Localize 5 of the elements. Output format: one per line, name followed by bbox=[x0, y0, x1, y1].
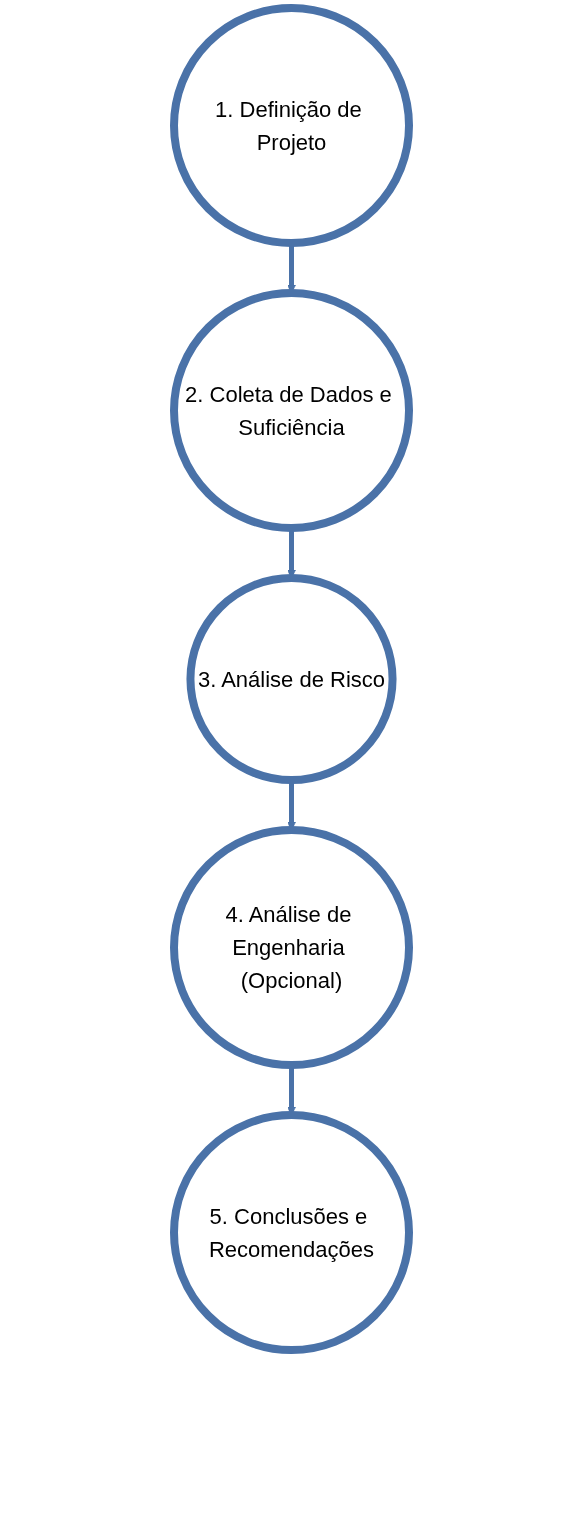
node-circle: 1. Definição de Projeto bbox=[169, 4, 413, 247]
node-circle: 5. Conclusões e Recomendações bbox=[169, 1111, 413, 1355]
node-circle: 3. Análise de Risco bbox=[185, 574, 397, 785]
node-circle: 2. Coleta de Dados e Suficiência bbox=[169, 289, 413, 532]
node-circle: 4. Análise de Engenharia (Opcional) bbox=[169, 826, 413, 1070]
